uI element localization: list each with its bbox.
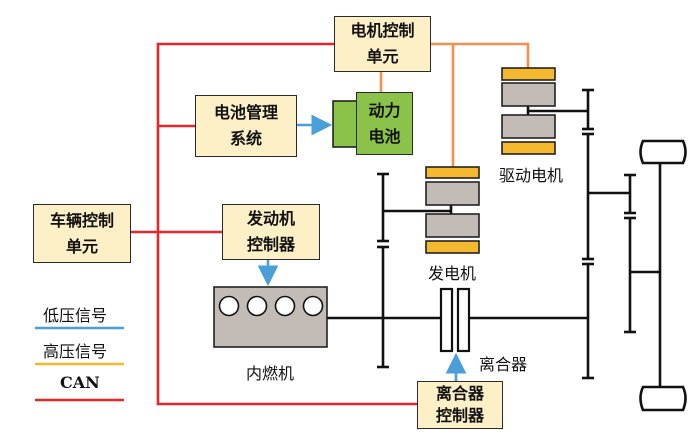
box-label: 控制器	[246, 235, 295, 254]
drivetrain	[327, 88, 662, 387]
box-label: 离合器	[435, 384, 484, 403]
high-voltage-lines	[379, 42, 530, 167]
battery-terminal	[332, 100, 358, 148]
can-bus	[130, 42, 417, 406]
clutch-label: 离合器	[479, 355, 528, 374]
box-label: 电池	[368, 126, 401, 146]
legend-high-voltage-label: 高压信号	[43, 342, 108, 361]
box-label: 动力	[368, 100, 401, 120]
cylinder	[274, 295, 296, 317]
battery-box: 动力 电池	[356, 92, 413, 155]
generator-label: 发电机	[428, 264, 477, 283]
box-label: 控制器	[435, 406, 484, 425]
engine-controller-box: 发动机 控制器	[222, 204, 320, 260]
box-label: 电池管理	[213, 103, 278, 122]
clutch-controller-box: 离合器 控制器	[417, 381, 503, 429]
engine	[213, 286, 328, 348]
clutch-plate-right	[456, 287, 471, 353]
box-label: 单元	[65, 236, 98, 256]
box-label: 车辆控制	[49, 210, 114, 230]
clutch-plate-left	[439, 287, 454, 353]
cylinder	[302, 295, 324, 317]
cylinder	[246, 295, 268, 317]
box-label: 电机控制	[350, 21, 415, 40]
vcu-box: 车辆控制 单元	[33, 204, 131, 263]
box-label: 系统	[229, 129, 262, 148]
legend-can-label: CAN	[60, 373, 100, 392]
low-voltage-lines	[257, 114, 467, 381]
motor-controller-box: 电机控制 单元	[334, 16, 431, 72]
box-label: 单元	[366, 47, 399, 66]
generator	[425, 166, 480, 254]
engine-label: 内燃机	[246, 364, 295, 383]
cylinder	[218, 295, 240, 317]
box-label: 发动机	[246, 209, 295, 228]
legend-low-voltage-label: 低压信号	[43, 306, 108, 325]
wheel-bottom	[639, 385, 687, 412]
wheel-top	[639, 139, 687, 165]
drive-motor-label: 驱动电机	[499, 166, 564, 185]
bms-box: 电池管理 系统	[195, 95, 297, 157]
drive-motor	[501, 67, 556, 155]
